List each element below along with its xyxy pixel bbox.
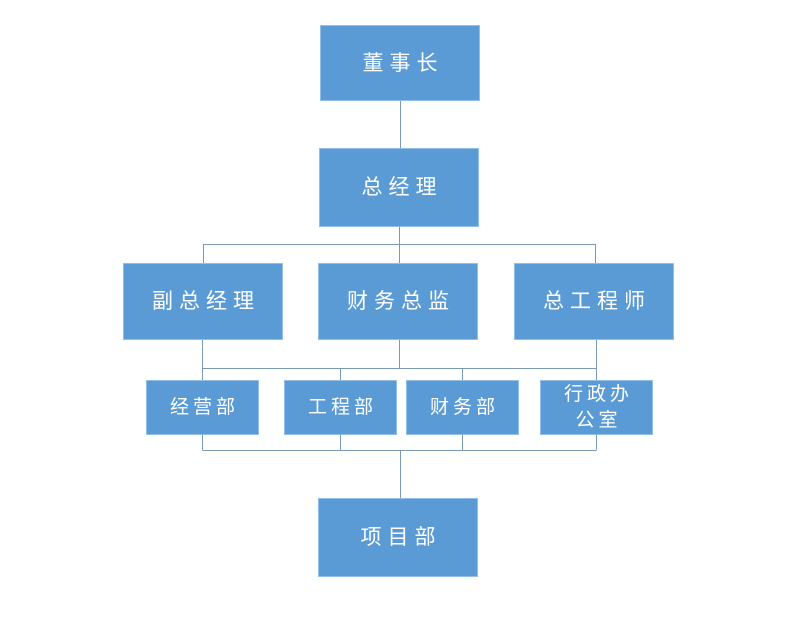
node-chairman: 董事长: [320, 25, 480, 101]
node-general-manager-label: 总经理: [361, 175, 443, 200]
node-admin-office-label: 行政办 公室: [563, 382, 633, 431]
node-operations-dept-label: 经营部: [169, 395, 239, 418]
node-finance-director-label: 财务总监: [347, 289, 455, 314]
node-chairman-label: 董事长: [362, 50, 444, 75]
node-finance-director: 财务总监: [318, 263, 478, 340]
node-deputy-general-manager: 副总经理: [123, 263, 283, 340]
node-engineering-dept-label: 工程部: [307, 395, 377, 418]
node-chief-engineer: 总工程师: [514, 263, 674, 340]
node-finance-dept-label: 财务部: [429, 395, 499, 418]
node-project-dept-label: 项目部: [360, 525, 442, 550]
node-project-dept: 项目部: [318, 498, 478, 577]
node-chief-engineer-label: 总工程师: [543, 289, 651, 314]
node-operations-dept: 经营部: [146, 380, 259, 435]
node-finance-dept: 财务部: [406, 380, 519, 435]
node-engineering-dept: 工程部: [284, 380, 397, 435]
node-deputy-general-manager-label: 副总经理: [152, 289, 260, 314]
node-admin-office: 行政办 公室: [540, 380, 653, 435]
node-general-manager: 总经理: [319, 148, 479, 227]
